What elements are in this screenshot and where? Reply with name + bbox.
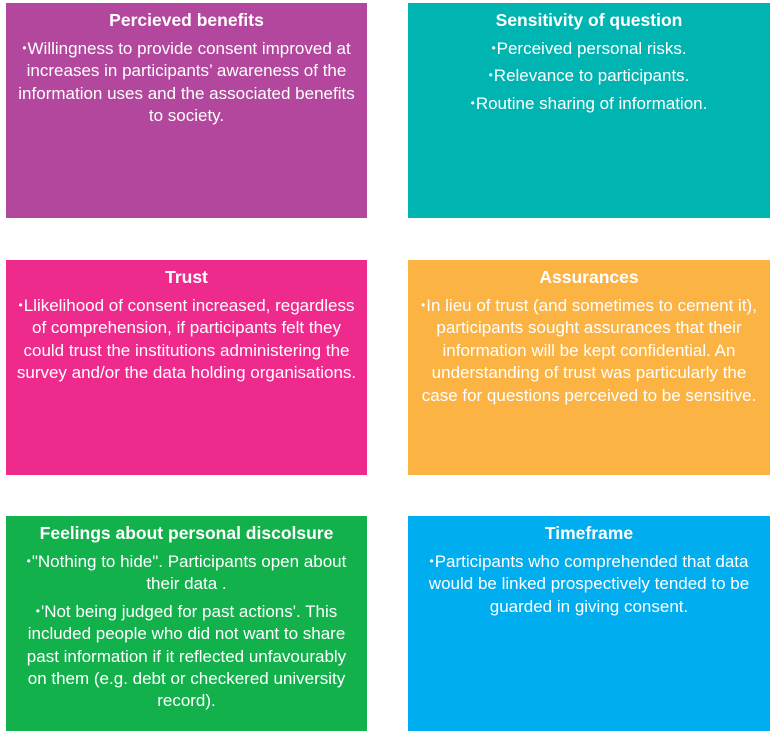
bullet-list: •Participants who comprehended that data… [418, 550, 760, 618]
box-title: Assurances [539, 267, 639, 287]
bullet-text: Participants who comprehended that data … [428, 552, 750, 616]
bullet-text: Willingness to provide consent improved … [18, 39, 355, 126]
bullet-text: Perceived personal risks. [496, 39, 687, 58]
bullet-icon: • [470, 95, 475, 110]
bullet-text: 'Not being judged for past actions'. Thi… [26, 601, 347, 711]
bullet-icon: • [488, 68, 493, 83]
bullet-item: •Routine sharing of information. [418, 92, 760, 115]
bullet-item: •Participants who comprehended that data… [418, 550, 760, 618]
box-assurances: Assurances •In lieu of trust (and someti… [408, 260, 770, 475]
box-title: Sensitivity of question [495, 10, 683, 30]
bullet-item: •"Nothing to hide". Participants open ab… [16, 550, 357, 596]
bullet-list: •"Nothing to hide". Participants open ab… [16, 550, 357, 713]
box-title: Timeframe [544, 523, 634, 543]
box-trust: Trust •Llikelihood of consent increased,… [6, 260, 367, 475]
box-perceived-benefits: Percieved benefits •Willingness to provi… [6, 3, 367, 218]
bullet-list: •Willingness to provide consent improved… [16, 37, 357, 128]
box-timeframe: Timeframe •Participants who comprehended… [408, 516, 770, 731]
bullet-text: Routine sharing of information. [475, 93, 708, 113]
bullet-item: •'Not being judged for past actions'. Th… [16, 600, 357, 713]
bullet-text: "Nothing to hide". Participants open abo… [31, 552, 347, 594]
bullet-text: In lieu of trust (and sometimes to cemen… [421, 296, 757, 405]
bullet-icon: • [26, 554, 31, 568]
bullet-icon: • [18, 298, 23, 312]
bullet-icon: • [429, 554, 434, 568]
box-title: Feelings about personal discolsure [39, 523, 334, 543]
bullet-list: •In lieu of trust (and sometimes to ceme… [418, 294, 760, 407]
bullet-list: •Llikelihood of consent increased, regar… [16, 294, 357, 385]
bullet-item: •Llikelihood of consent increased, regar… [16, 294, 357, 385]
box-title: Trust [165, 267, 208, 287]
bullet-icon: • [35, 603, 40, 618]
bullet-icon: • [22, 41, 27, 55]
bullet-list: •Perceived personal risks. •Relevance to… [418, 37, 760, 115]
bullet-item: •Relevance to participants. [418, 64, 760, 87]
bullet-icon: • [491, 41, 496, 55]
box-feelings-about-personal-disclosure: Feelings about personal discolsure •"Not… [6, 516, 367, 731]
bullet-item: •In lieu of trust (and sometimes to ceme… [418, 294, 760, 407]
box-sensitivity-of-question: Sensitivity of question •Perceived perso… [408, 3, 770, 218]
bullet-item: •Perceived personal risks. [418, 37, 760, 60]
bullet-text: Llikelihood of consent increased, regard… [16, 296, 357, 383]
box-title: Percieved benefits [109, 10, 264, 30]
bullet-text: Relevance to participants. [493, 66, 690, 86]
bullet-item: •Willingness to provide consent improved… [16, 37, 357, 128]
bullet-icon: • [421, 298, 426, 312]
